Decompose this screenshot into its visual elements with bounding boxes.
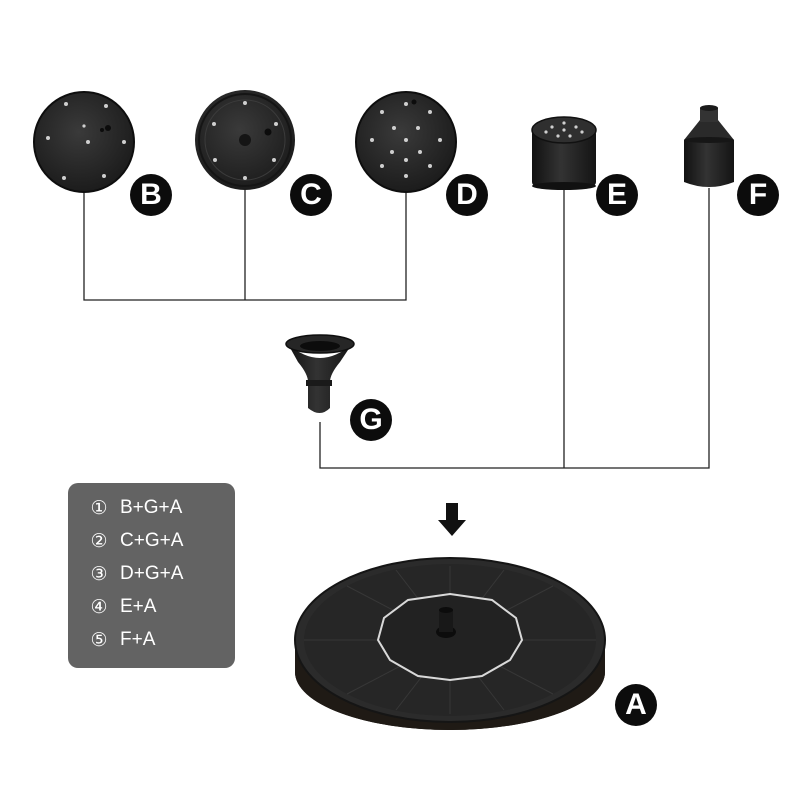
fountain-base-a — [294, 557, 606, 730]
combination-formula: F+A — [120, 629, 156, 650]
combination-row: ⑤ F+A — [68, 625, 235, 655]
combination-row: ② C+G+A — [68, 526, 235, 556]
badge-d: D — [446, 174, 488, 216]
nozzle-g — [285, 334, 355, 413]
nozzle-c — [195, 90, 295, 190]
combination-number: ③ — [90, 563, 108, 585]
combination-row: ③ D+G+A — [68, 559, 235, 589]
connector-lines — [83, 188, 710, 469]
combination-formula: C+G+A — [120, 530, 184, 551]
connector-g-e-f — [319, 188, 710, 469]
nozzle-d — [355, 91, 457, 193]
badge-g: G — [350, 399, 392, 441]
combination-row: ① B+G+A — [68, 493, 235, 523]
combination-formula: B+G+A — [120, 497, 183, 518]
badge-a: A — [615, 684, 657, 726]
combination-formula: E+A — [120, 596, 157, 617]
badge-b: B — [130, 174, 172, 216]
down-arrow-icon — [438, 503, 466, 536]
combination-number: ① — [90, 497, 108, 519]
combination-panel: ① B+G+A ② C+G+A ③ D+G+A ④ E+A ⑤ F+A — [68, 483, 235, 668]
combination-number: ④ — [90, 596, 108, 618]
combination-number: ⑤ — [90, 629, 108, 651]
combination-row: ④ E+A — [68, 592, 235, 622]
combination-number: ② — [90, 530, 108, 552]
badge-c: C — [290, 174, 332, 216]
nozzle-b — [33, 91, 135, 193]
connector-bcd — [83, 188, 407, 301]
badge-e: E — [596, 174, 638, 216]
nozzle-e — [531, 116, 597, 190]
combination-formula: D+G+A — [120, 563, 184, 584]
nozzle-f — [684, 105, 734, 187]
badge-f: F — [737, 174, 779, 216]
